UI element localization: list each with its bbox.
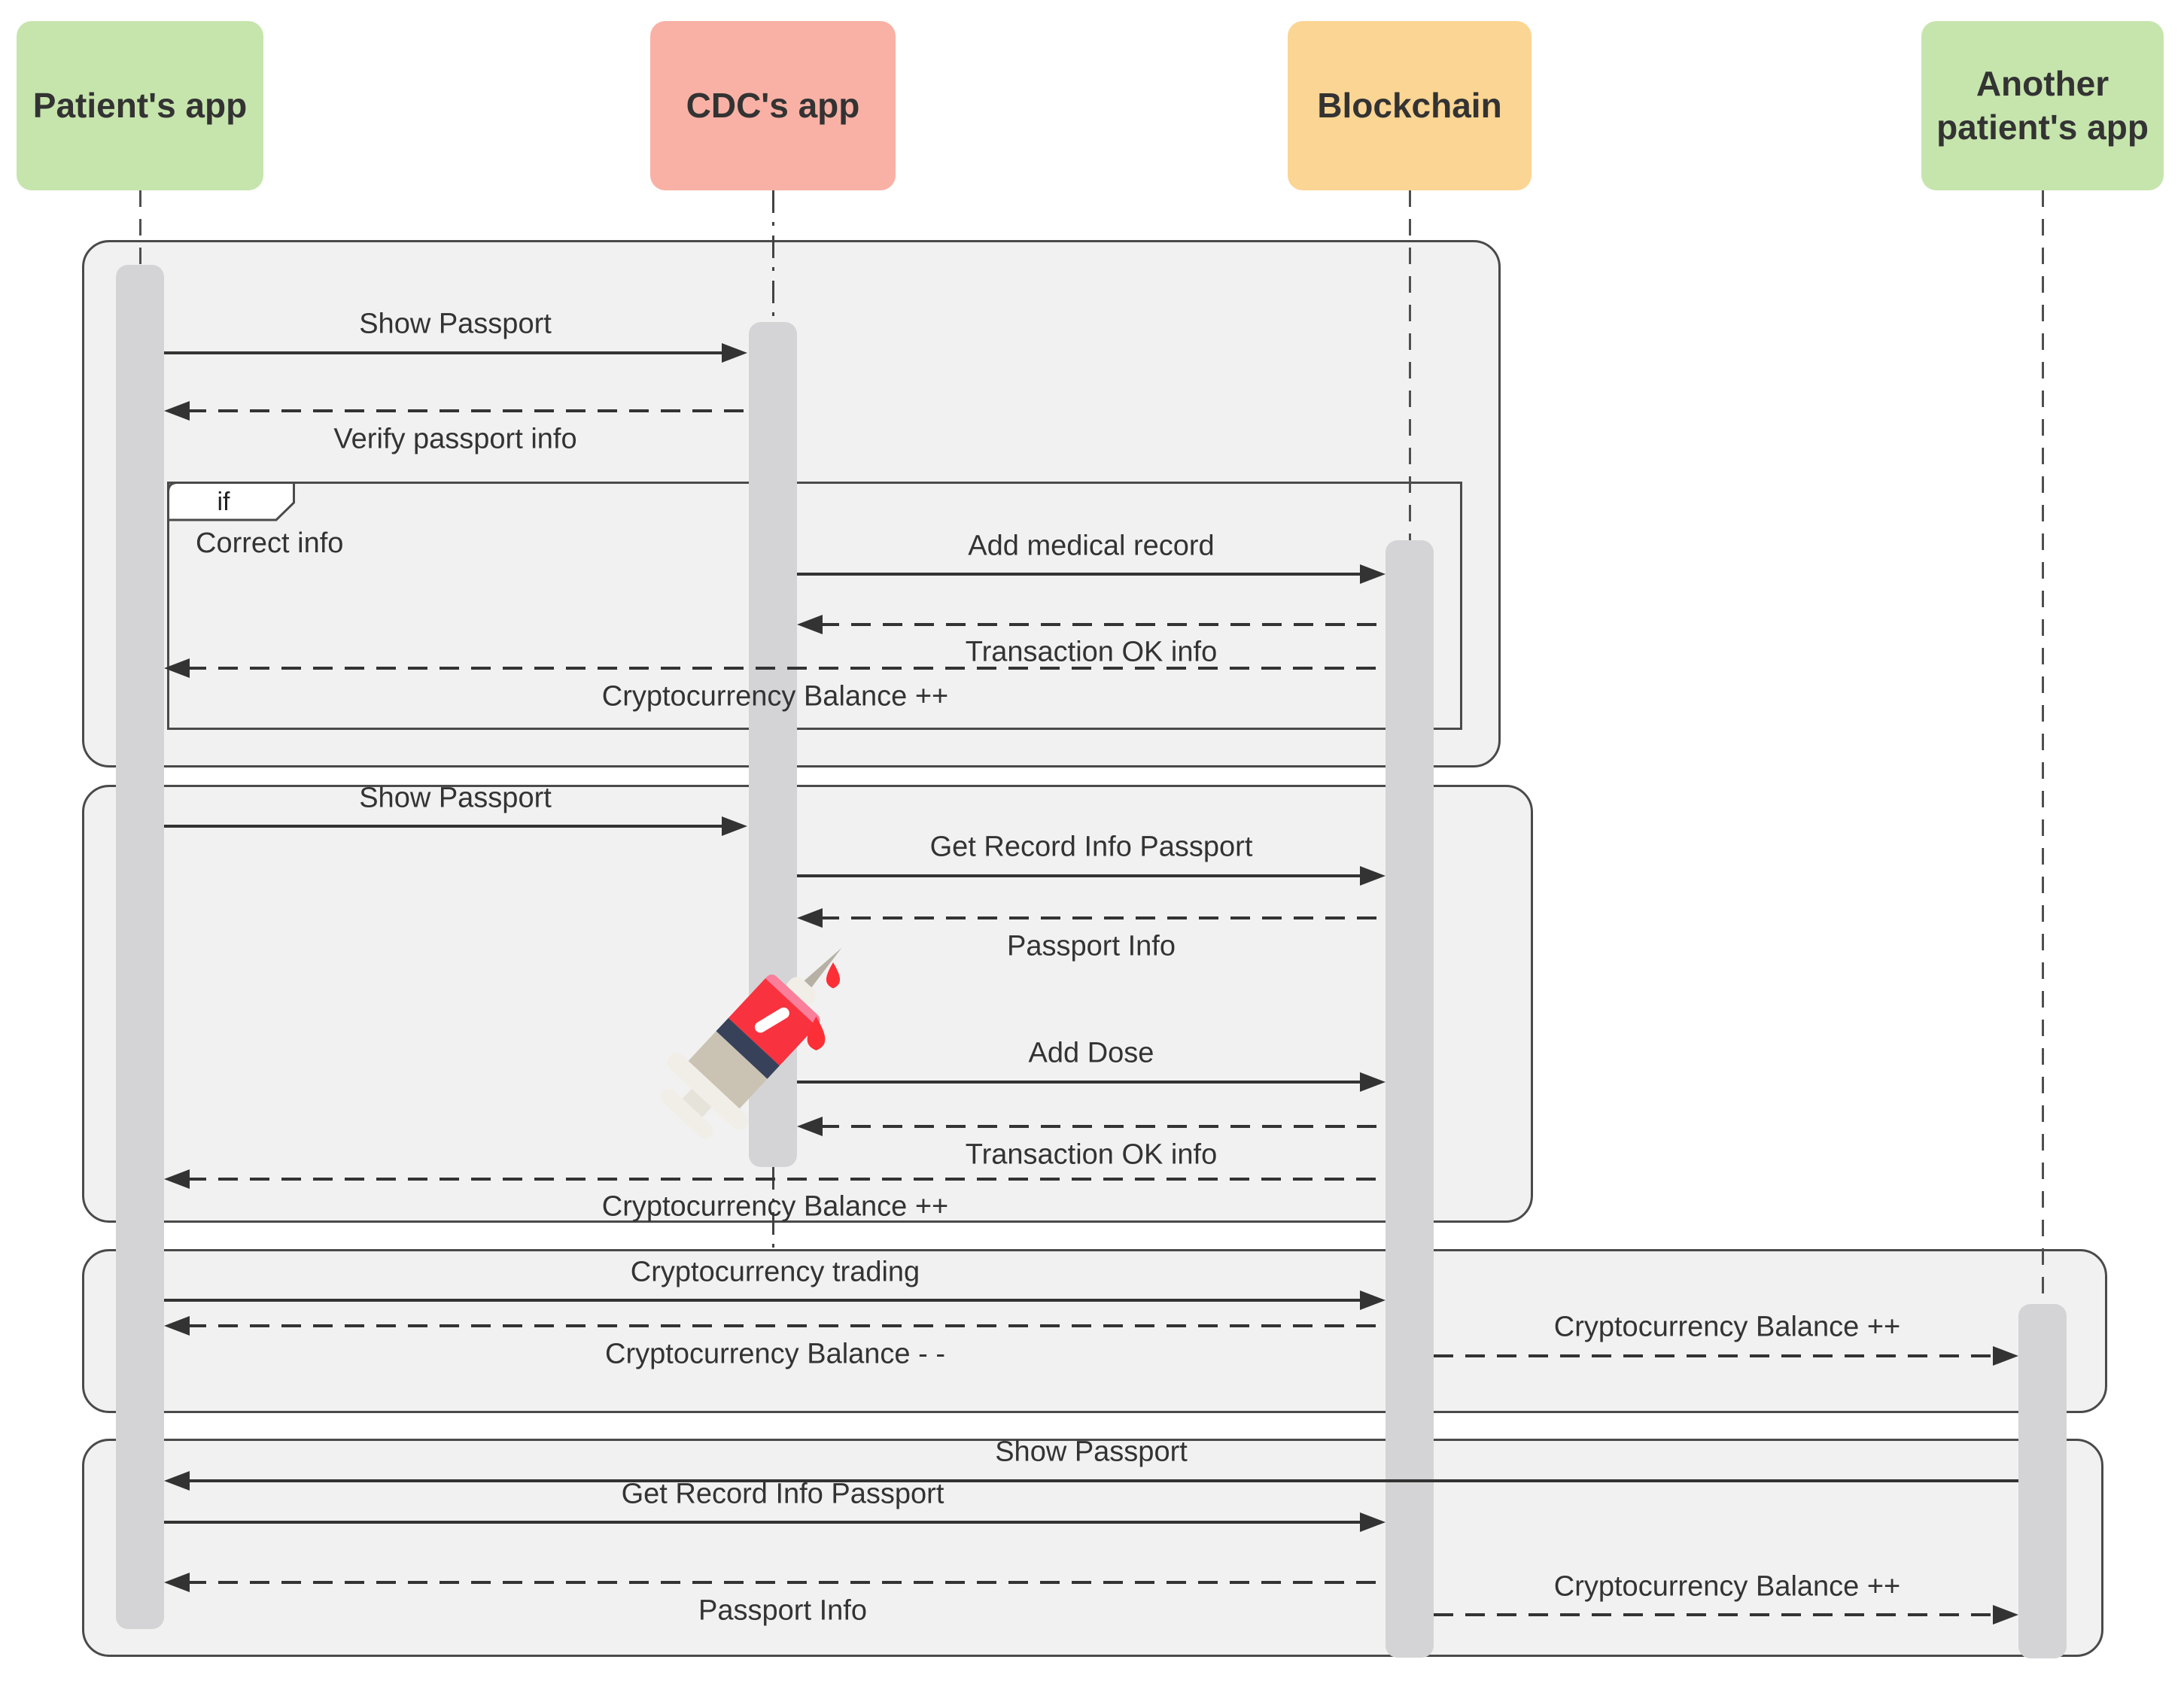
- message-label: Cryptocurrency Balance ++: [601, 1190, 949, 1223]
- lifeline-cdc: [771, 1167, 774, 1248]
- message-arrowhead: [1360, 564, 1386, 584]
- if-fragment-guard: Correct info: [196, 527, 344, 559]
- message-arrow: [797, 874, 1363, 877]
- message-arrowhead: [797, 908, 823, 928]
- message-label: Cryptocurrency trading: [630, 1256, 920, 1288]
- message-label: Cryptocurrency Balance ++: [1553, 1570, 1901, 1603]
- message-label: Passport Info: [698, 1594, 867, 1627]
- message-arrow: [820, 916, 1386, 919]
- participant-patient: Patient's app: [17, 21, 263, 190]
- message-arrowhead: [1993, 1605, 2018, 1625]
- message-label: Get Record Info Passport: [929, 831, 1253, 863]
- activation-bar-another: [2018, 1304, 2067, 1658]
- message-arrowhead: [722, 343, 747, 363]
- message-arrow: [187, 1479, 2018, 1482]
- activation-bar-blockchain: [1386, 540, 1434, 1658]
- frame-show-passport: [82, 1439, 2103, 1657]
- lifeline-patient: [138, 190, 141, 265]
- message-arrow: [164, 351, 725, 354]
- message-arrowhead: [164, 1316, 190, 1336]
- message-arrowhead: [1993, 1346, 2018, 1366]
- message-label: Cryptocurrency Balance ++: [1553, 1311, 1901, 1343]
- participant-another: Another patient's app: [1921, 21, 2164, 190]
- message-arrow: [820, 1125, 1386, 1128]
- syringe-icon: [661, 947, 842, 1139]
- message-label: Get Record Info Passport: [621, 1478, 944, 1510]
- message-arrow: [164, 825, 725, 828]
- lifeline-another: [2041, 190, 2044, 1304]
- message-arrowhead: [164, 401, 190, 421]
- message-label: Transaction OK info: [965, 636, 1218, 668]
- message-label: Add medical record: [968, 530, 1215, 562]
- message-arrowhead: [1360, 866, 1386, 886]
- message-label: Cryptocurrency Balance - -: [605, 1338, 945, 1370]
- message-arrowhead: [164, 1573, 190, 1592]
- lifeline-cdc: [771, 190, 774, 322]
- message-label: Verify passport info: [333, 423, 577, 455]
- message-arrowhead: [164, 658, 190, 678]
- message-arrow: [1434, 1354, 1996, 1357]
- lifeline-blockchain: [1408, 190, 1411, 540]
- participant-cdc: CDC's app: [650, 21, 896, 190]
- message-arrowhead: [1360, 1072, 1386, 1092]
- message-arrowhead: [722, 816, 747, 836]
- message-label: Show Passport: [359, 782, 552, 814]
- message-arrowhead: [164, 1169, 190, 1189]
- if-fragment-tab: [167, 482, 295, 525]
- participant-blockchain: Blockchain: [1288, 21, 1532, 190]
- message-label: Show Passport: [359, 308, 552, 340]
- message-label: Cryptocurrency Balance ++: [601, 680, 949, 713]
- message-arrowhead: [1360, 1290, 1386, 1310]
- message-arrow: [164, 1521, 1363, 1524]
- message-arrow: [797, 1081, 1363, 1084]
- activation-bar-patient: [116, 265, 164, 1629]
- message-label: Transaction OK info: [965, 1138, 1218, 1171]
- message-arrow: [187, 1178, 1386, 1181]
- message-arrowhead: [1360, 1512, 1386, 1532]
- message-label: Show Passport: [995, 1436, 1188, 1468]
- frame-crypto-trading: [82, 1249, 2107, 1413]
- message-label: Passport Info: [1007, 930, 1176, 962]
- message-arrow: [187, 1581, 1386, 1584]
- message-arrowhead: [797, 615, 823, 634]
- if-fragment-operator: if: [217, 488, 230, 516]
- message-arrow: [1434, 1613, 1996, 1616]
- message-label: Add Dose: [1028, 1037, 1154, 1069]
- message-arrow: [164, 1299, 1363, 1302]
- message-arrow: [797, 573, 1363, 576]
- message-arrow: [820, 623, 1386, 626]
- message-arrow: [187, 667, 1386, 670]
- message-arrowhead: [164, 1471, 190, 1491]
- message-arrow: [187, 1324, 1386, 1327]
- message-arrowhead: [797, 1117, 823, 1136]
- message-arrow: [187, 409, 747, 412]
